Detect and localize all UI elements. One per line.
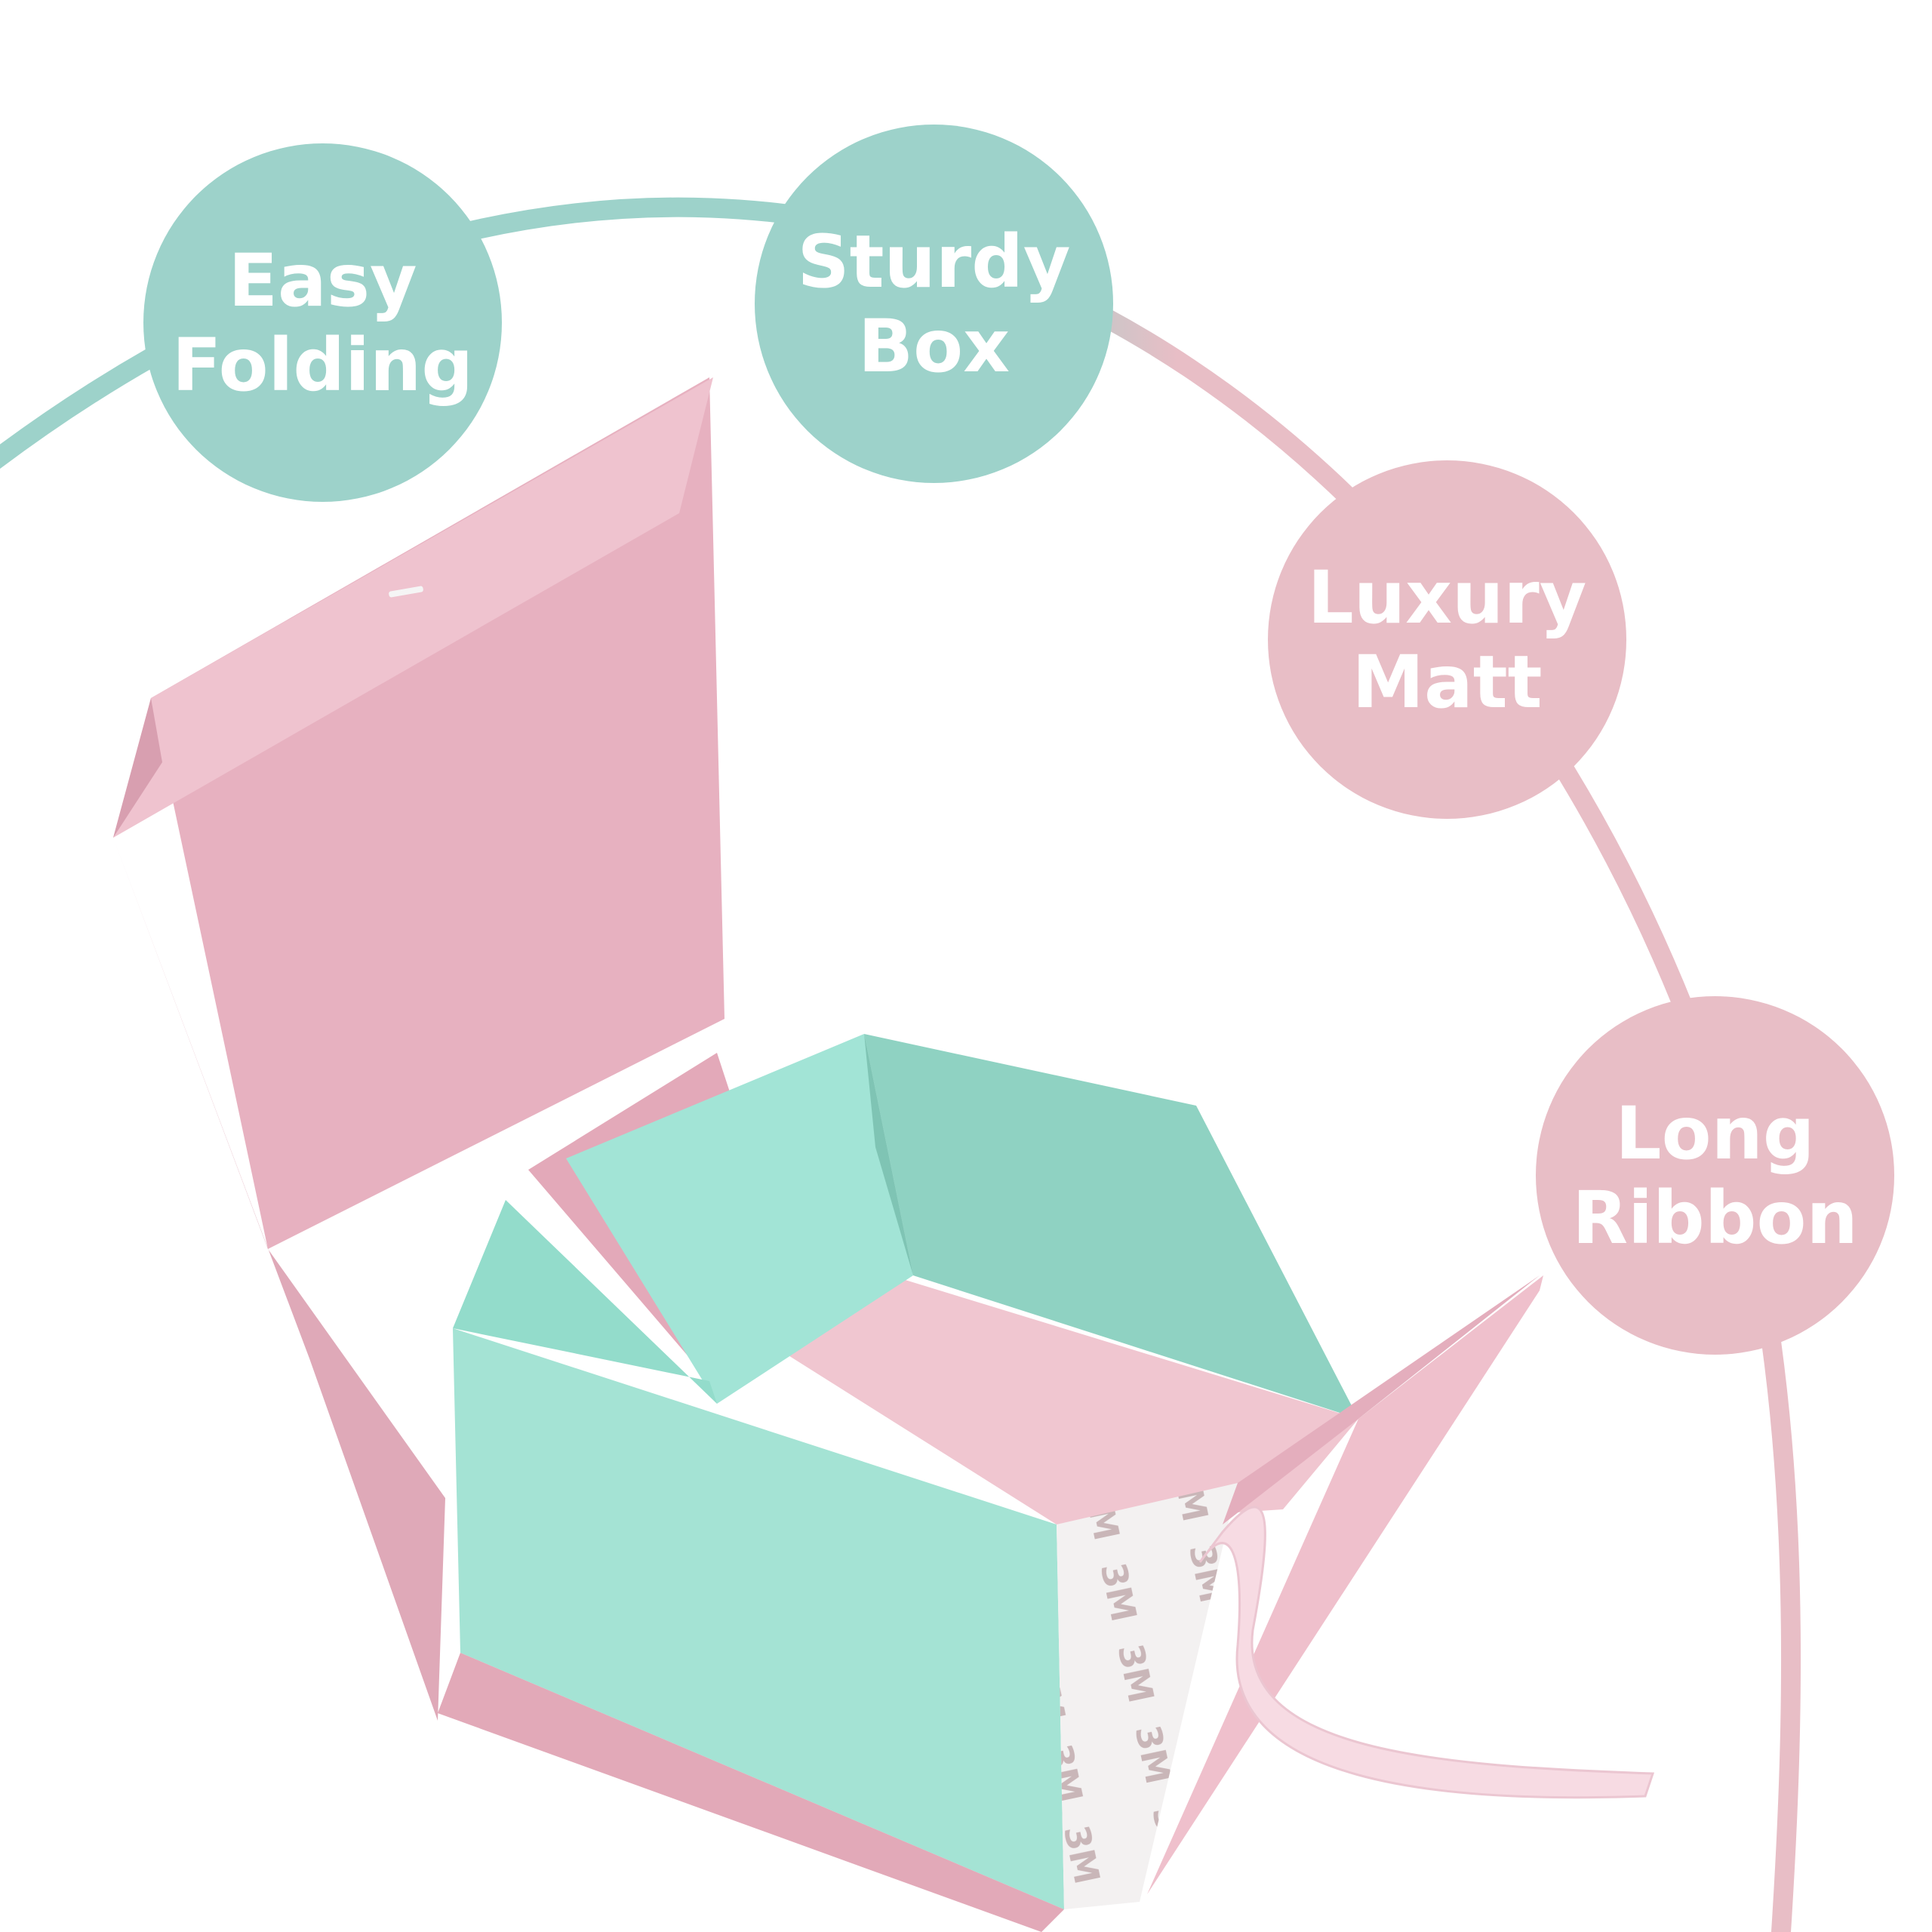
box-left-flap: [453, 1200, 717, 1404]
box-back-walls: [566, 1034, 1358, 1419]
badge-luxury-line2: Matt: [1352, 639, 1543, 724]
box-front-wall: [438, 1328, 1064, 1932]
badge-luxury-line1: Luxury: [1307, 555, 1587, 640]
badge-sturdy-box: Sturdy Box: [755, 125, 1113, 483]
badge-easy-folding: Easy Folding: [143, 143, 502, 502]
ribbon: [1198, 1506, 1655, 1799]
badge-easy-line1: Easy: [228, 238, 417, 323]
box-floor: [709, 1275, 1358, 1524]
box-right-flap: [1147, 1275, 1543, 1894]
badge-easy-line2: Folding: [171, 322, 474, 408]
badge-ribbon-line2: Ribbon: [1572, 1175, 1858, 1260]
badge-luxury-matt: Luxury Matt: [1268, 460, 1626, 819]
adhesive-tape-panel: [1057, 1483, 1238, 1909]
badge-sturdy-line1: Sturdy: [797, 219, 1071, 304]
badge-long-ribbon: Long Ribbon: [1536, 996, 1894, 1355]
badge-ribbon-line1: Long: [1615, 1091, 1815, 1176]
badge-sturdy-line2: Box: [857, 303, 1011, 389]
magnet-slot: [389, 586, 423, 598]
